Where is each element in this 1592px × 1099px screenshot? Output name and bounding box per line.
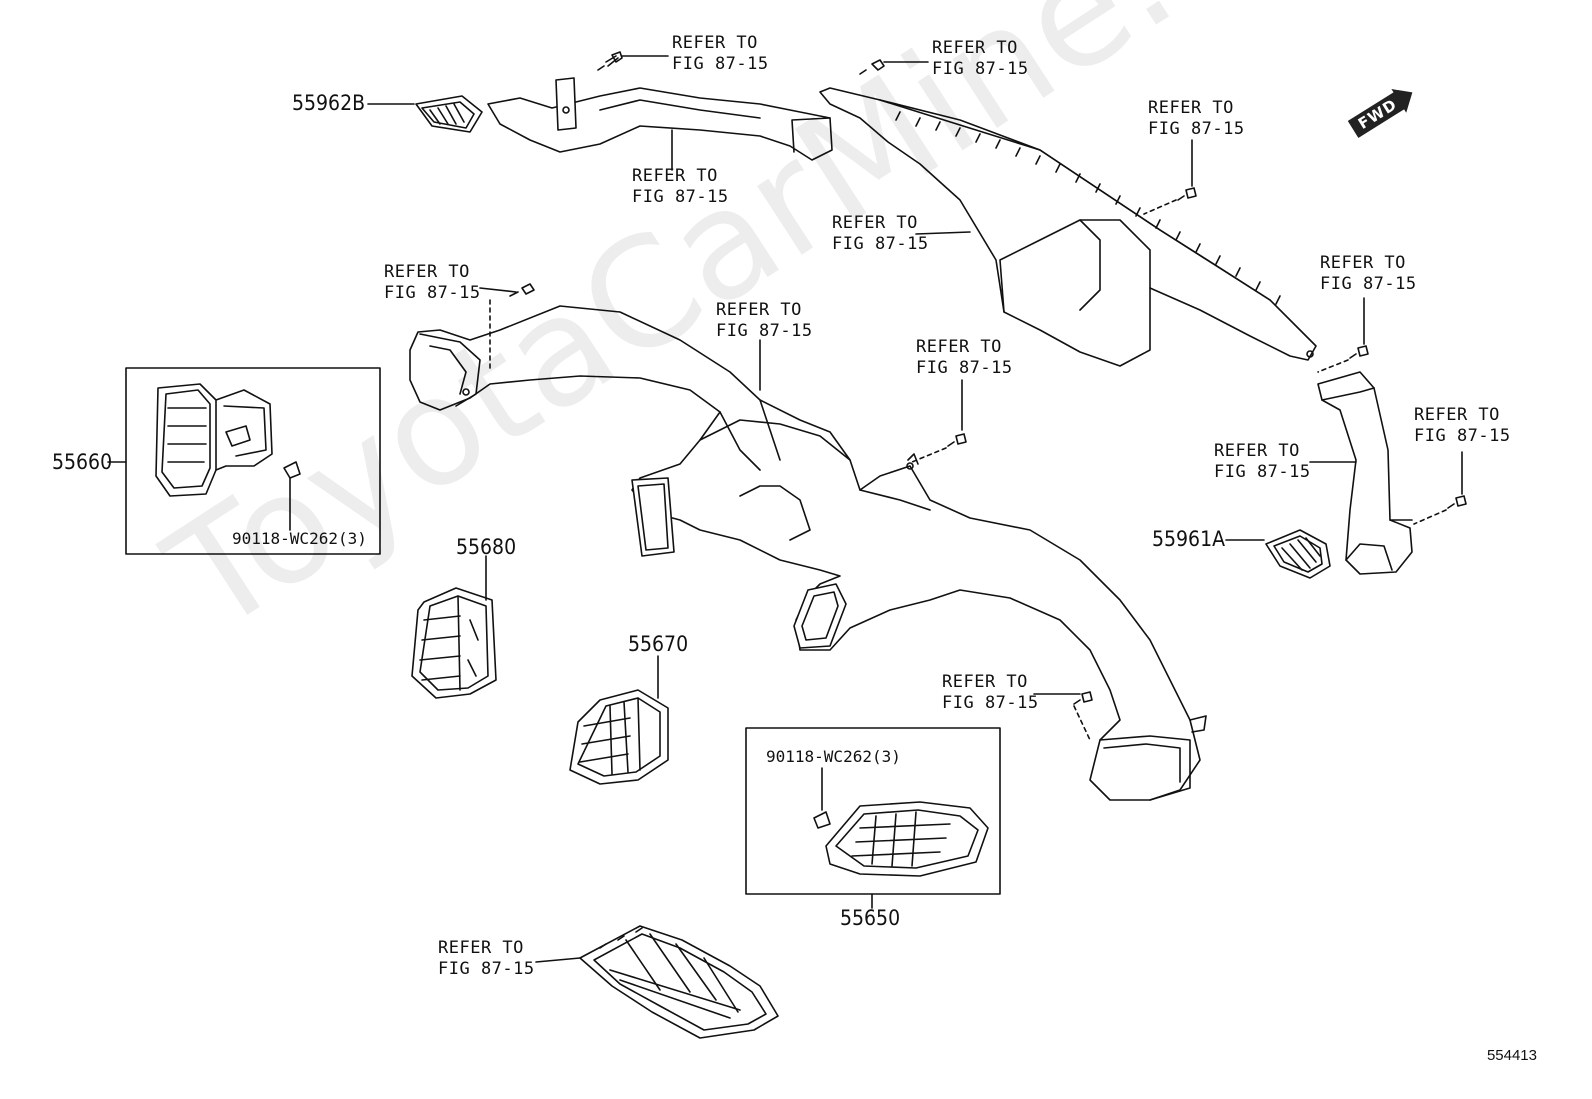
register-55962b [415, 95, 483, 133]
duct-upper-left [487, 77, 833, 161]
register-55660 [155, 383, 273, 497]
screw-right-low [1447, 495, 1467, 509]
part-55962b: 55962B [292, 91, 366, 115]
screw-right-mid [1349, 345, 1369, 359]
part-55670: 55670 [628, 632, 689, 656]
dash-1 [1143, 199, 1177, 215]
forward-arrow-icon: FWD [1346, 83, 1417, 142]
vent-grille-bottom [579, 925, 779, 1039]
box-55660 [125, 367, 381, 555]
screw-top-center [859, 59, 885, 75]
box-55650 [745, 727, 1001, 895]
register-55650 [825, 801, 989, 877]
part-55660: 55660 [52, 450, 113, 474]
screw-right-upper [1177, 187, 1197, 201]
leader-refer-13 [479, 287, 517, 293]
clip-90118-b [813, 767, 831, 829]
part-90118-a: 90118-WC262(3) [232, 529, 367, 548]
screw-left-main [509, 283, 535, 297]
register-55680 [411, 587, 497, 699]
duct-main-center [409, 305, 1207, 801]
dash-4 [1073, 705, 1091, 741]
dash-5 [1317, 359, 1349, 373]
leader-refer-12 [535, 957, 581, 963]
duct-right [1317, 371, 1413, 575]
duct-upper-center [819, 87, 1317, 367]
part-90118-b: 90118-WC262(3) [766, 747, 901, 766]
dash-6 [1413, 509, 1447, 525]
screw-lower-main [1073, 691, 1093, 705]
register-55670 [569, 689, 669, 785]
part-55650: 55650 [840, 906, 901, 930]
screw-top-left [597, 51, 623, 71]
dash-3 [911, 447, 947, 463]
part-55961a: 55961A [1152, 527, 1226, 551]
diagram-id: 554413 [1486, 1047, 1537, 1064]
clip-90118-a [283, 461, 301, 531]
register-55961a [1265, 529, 1331, 579]
leader-refer-4 [915, 231, 971, 235]
screw-center-main [947, 433, 967, 447]
part-55680: 55680 [456, 535, 517, 559]
